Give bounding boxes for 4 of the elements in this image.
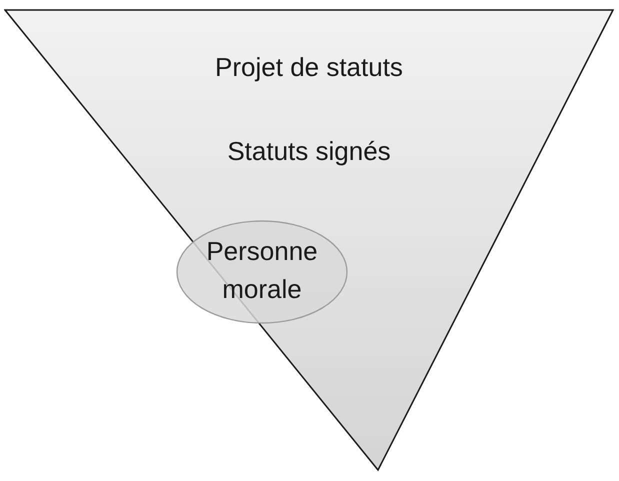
node-label: Personne morale [205, 235, 319, 306]
node-label: Statuts signés [226, 135, 392, 168]
node-label: Projet de statuts [214, 51, 404, 84]
inverted-triangle [4, 8, 614, 472]
